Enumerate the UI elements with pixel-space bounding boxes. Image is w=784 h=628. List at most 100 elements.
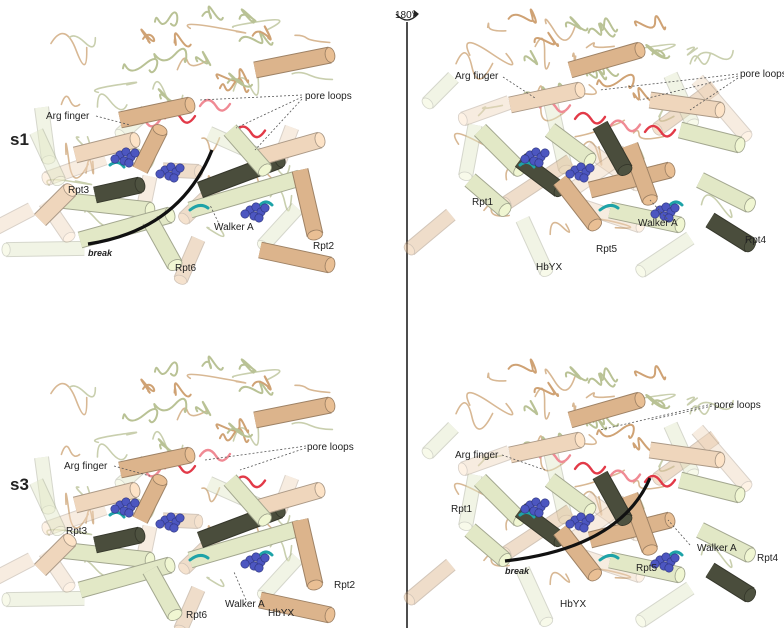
label-rpt1-s3: Rpt1	[451, 504, 473, 515]
helix-cylinder	[120, 447, 196, 470]
helix-cylinder	[420, 427, 453, 461]
loop-strand	[488, 23, 506, 31]
atom-sphere	[131, 499, 139, 507]
helix-body	[570, 400, 640, 420]
helix-body	[463, 102, 509, 119]
helix-cylinder	[570, 391, 647, 420]
atom-sphere	[521, 505, 529, 513]
loop-strand	[175, 33, 191, 46]
helix-body	[710, 570, 750, 595]
loop-strand	[586, 393, 614, 398]
helix-cylinder	[570, 41, 647, 70]
helix-body	[0, 559, 31, 586]
helix-body	[570, 50, 640, 70]
label-pore-loops-s1-front: pore loops	[305, 91, 352, 102]
helix-body	[641, 238, 691, 271]
helix-body	[510, 90, 580, 105]
helix-body	[510, 440, 580, 455]
loop-strand	[240, 9, 256, 22]
helix-cylinder	[95, 177, 146, 195]
helix-body	[95, 535, 140, 545]
helix-body	[428, 427, 454, 453]
label-rpt3-s3: Rpt3	[66, 526, 88, 537]
loop-strand	[202, 357, 222, 370]
loop-strand	[575, 463, 605, 474]
loop-strand	[467, 43, 513, 65]
loop-strand	[292, 423, 332, 430]
label-rpt2-s3: Rpt2	[334, 580, 356, 591]
helix-cylinder	[300, 520, 323, 591]
helix-body	[263, 558, 297, 596]
atom-sphere	[541, 149, 549, 157]
label-break-s3: break	[505, 566, 530, 576]
loop-strand	[123, 409, 157, 422]
loop-strand	[295, 35, 330, 42]
nucleotide-blob	[156, 163, 184, 182]
atom-sphere	[241, 560, 249, 568]
label-walker-a-s3-back: Walker A	[697, 543, 737, 554]
loop-strand	[695, 51, 733, 61]
loop-strand	[524, 51, 537, 64]
loop-strand	[175, 383, 191, 396]
loop-strand	[687, 397, 697, 405]
label-arg-finger-s1-front: Arg finger	[46, 111, 90, 122]
atom-sphere	[586, 514, 594, 522]
loop-strand	[295, 385, 330, 392]
label-rpt6-s3: Rpt6	[186, 610, 208, 621]
loop-strand	[566, 367, 588, 380]
atom-sphere	[111, 505, 119, 513]
helix-cylinder	[523, 569, 555, 628]
loop-strand	[566, 17, 588, 30]
loop-strand	[141, 380, 154, 393]
helix-cylinder	[95, 527, 146, 545]
loop-strand	[467, 393, 513, 415]
atom-sphere	[586, 164, 594, 172]
nucleotide-blob	[241, 553, 269, 572]
helix-cylinder	[255, 397, 336, 420]
loop-strand	[155, 12, 177, 25]
loop-strand	[202, 7, 222, 20]
helix-cylinder	[0, 559, 31, 593]
helix-body	[650, 450, 720, 460]
atom-sphere	[176, 514, 184, 522]
helix-cylinder	[402, 565, 451, 607]
structure-s3-back	[402, 359, 758, 628]
loop-strand	[292, 73, 332, 80]
helix-body	[95, 185, 140, 195]
loop-strand	[610, 471, 640, 482]
helix-body	[6, 248, 84, 249]
atom-sphere	[535, 509, 543, 517]
label-walker-a-s1-front: Walker A	[214, 222, 254, 233]
label-rpt6-s1: Rpt6	[175, 263, 197, 274]
atom-sphere	[651, 210, 659, 218]
loop-strand	[535, 383, 559, 396]
helix-body	[6, 598, 84, 599]
loop-strand	[155, 362, 177, 375]
label-pore-loops-s1-back: pore loops	[740, 69, 784, 80]
helix-cylinder	[150, 570, 184, 623]
helix-cylinder	[634, 588, 691, 628]
atom-sphere	[255, 214, 263, 222]
label-pore-loops-s3-back: pore loops	[714, 400, 761, 411]
helix-body	[523, 569, 547, 622]
loop-strand	[97, 94, 126, 110]
loop-strand	[488, 373, 506, 381]
atom-sphere	[535, 159, 543, 167]
helix-body	[480, 480, 520, 520]
helix-cylinder	[260, 250, 336, 273]
loop-strand	[51, 384, 87, 415]
helix-body	[300, 170, 315, 235]
loop-strand	[635, 16, 665, 29]
helix-cylinder	[255, 47, 336, 70]
nucleotide-blob	[241, 203, 269, 222]
atom-sphere	[131, 149, 139, 157]
atom-sphere	[125, 159, 133, 167]
helix-body	[300, 520, 315, 585]
helix-body	[40, 540, 70, 570]
loop-strand	[509, 359, 536, 372]
structure-s1-front	[0, 7, 336, 287]
label-hbyx-s3: HbYX	[268, 608, 294, 619]
label-rpt3-s1: Rpt3	[68, 185, 90, 196]
helix-body	[260, 250, 330, 265]
